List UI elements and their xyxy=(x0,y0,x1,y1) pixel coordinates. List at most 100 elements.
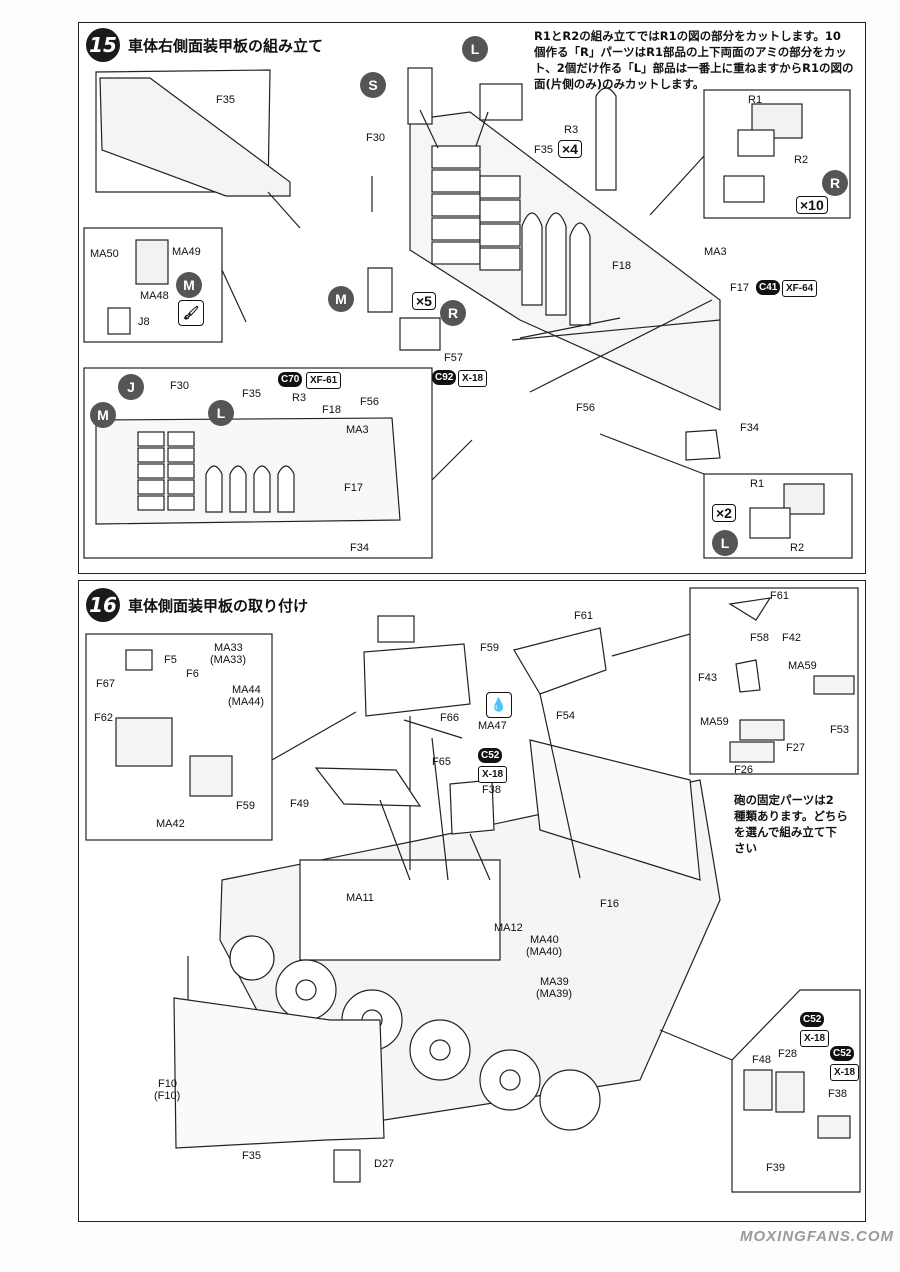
label-f38-inset: F38 xyxy=(828,1088,847,1100)
paint-icon-box: 🖌 xyxy=(178,300,204,326)
watermark: MOXINGFANS.COM xyxy=(740,1228,895,1245)
label-ma33: MA33 xyxy=(214,642,243,654)
label-f48: F48 xyxy=(752,1054,771,1066)
paint-xf64: XF-64 xyxy=(782,280,818,297)
label-ma40-mirror: (MA40) xyxy=(526,946,563,958)
label-ma59: MA59 xyxy=(788,660,817,672)
step15-number: 15 xyxy=(86,28,120,62)
part-group-m: M xyxy=(328,286,354,312)
paint-c52-inset: C52 xyxy=(800,1012,825,1027)
paint-c52-main: C52 xyxy=(478,748,503,763)
label-f34-lower: F34 xyxy=(350,542,369,554)
label-ma12: MA12 xyxy=(494,922,523,934)
label-f27: F27 xyxy=(786,742,805,754)
label-f39: F39 xyxy=(766,1162,785,1174)
label-f10: F10 xyxy=(158,1078,177,1090)
label-ma3: MA3 xyxy=(704,246,727,258)
label-f30-lower: F30 xyxy=(170,380,189,392)
step16-number: 16 xyxy=(86,588,120,622)
label-f43: F43 xyxy=(698,672,717,684)
label-ma50: MA50 xyxy=(90,248,119,260)
part-group-l-bottom: L xyxy=(712,530,738,556)
label-f35-lower: F35 xyxy=(242,388,261,400)
step16-header: 16 車体側面装甲板の取り付け xyxy=(86,588,308,622)
label-ma11: MA11 xyxy=(346,892,374,904)
part-group-l-lower: L xyxy=(208,400,234,426)
label-r2-bottom: R2 xyxy=(790,542,805,554)
label-r3: R3 xyxy=(564,124,579,136)
label-f56-lower: F56 xyxy=(360,396,379,408)
label-f5: F5 xyxy=(164,654,177,666)
part-group-r-center: R xyxy=(440,300,466,326)
label-f28: F28 xyxy=(778,1048,797,1060)
part-group-l: L xyxy=(462,36,488,62)
label-f6: F6 xyxy=(186,668,199,680)
part-group-r-right: R xyxy=(822,170,848,196)
label-f17-lower: F17 xyxy=(344,482,363,494)
step15-header: 15 車体右側面装甲板の組み立て xyxy=(86,28,323,62)
label-f35: F35 xyxy=(242,1150,261,1162)
label-f53: F53 xyxy=(830,724,849,736)
label-f59: F59 xyxy=(480,642,499,654)
paint-c70: C70 xyxy=(278,372,303,387)
label-f35-main: F35 xyxy=(534,144,553,156)
paint-c41: C41 xyxy=(756,280,781,295)
label-f16: F16 xyxy=(600,898,619,910)
paint-x18-inset: X-18 xyxy=(800,1030,830,1047)
label-d27: D27 xyxy=(374,1158,395,1170)
label-ma39-mirror: (MA39) xyxy=(536,988,573,1000)
part-group-s: S xyxy=(360,72,386,98)
paint-xf61: XF-61 xyxy=(306,372,342,389)
label-f61-inset: F61 xyxy=(770,590,789,602)
label-j8: J8 xyxy=(138,316,150,328)
qty-x2: ×2 xyxy=(712,504,736,522)
label-f10-mirror: (F10) xyxy=(154,1090,181,1102)
qty-x5: ×5 xyxy=(412,292,436,310)
label-f26: F26 xyxy=(734,764,753,776)
label-ma42: MA42 xyxy=(156,818,185,830)
label-f62: F62 xyxy=(94,712,113,724)
label-ma44: MA44 xyxy=(232,684,261,696)
label-f67: F67 xyxy=(96,678,115,690)
label-f35-top: F35 xyxy=(216,94,235,106)
label-r2-right: R2 xyxy=(794,154,809,166)
label-ma59-lower: MA59 xyxy=(700,716,729,728)
label-f34: F34 xyxy=(740,422,759,434)
label-r1-bottom: R1 xyxy=(750,478,765,490)
label-ma39: MA39 xyxy=(540,976,569,988)
label-ma44-mirror: (MA44) xyxy=(228,696,265,708)
label-f42: F42 xyxy=(782,632,801,644)
step16-note: 砲の固定パーツは2 種類あります。どちら を選んで組み立て下 さい xyxy=(734,793,848,855)
label-ma40: MA40 xyxy=(530,934,559,946)
label-f58: F58 xyxy=(750,632,769,644)
label-f17: F17 xyxy=(730,282,749,294)
paint-x18-inset2: X-18 xyxy=(830,1064,860,1081)
label-r1-right: R1 xyxy=(748,94,763,106)
step15-note: R1とR2の組み立てではR1の図の部分をカットします。10 個作る「R」パーツは… xyxy=(534,29,854,91)
label-ma48: MA48 xyxy=(140,290,169,302)
paint-x18-main: X-18 xyxy=(478,766,508,783)
label-ma3-lower: MA3 xyxy=(346,424,369,436)
label-f56: F56 xyxy=(576,402,595,414)
label-ma33-mirror: (MA33) xyxy=(210,654,247,666)
label-ma47: MA47 xyxy=(478,720,507,732)
label-f54: F54 xyxy=(556,710,575,722)
part-group-j: J xyxy=(118,374,144,400)
label-f38: F38 xyxy=(482,784,501,796)
label-ma49: MA49 xyxy=(172,246,201,258)
label-f30: F30 xyxy=(366,132,385,144)
step15-title: 車体右側面装甲板の組み立て xyxy=(128,36,324,55)
glue-icon-ma47: 💧 xyxy=(486,692,512,718)
part-group-m-box: M xyxy=(176,272,202,298)
label-f18: F18 xyxy=(612,260,631,272)
label-f59-inset: F59 xyxy=(236,800,255,812)
label-f18-lower: F18 xyxy=(322,404,341,416)
step16-title: 車体側面装甲板の取り付け xyxy=(128,596,309,615)
paint-c52-inset2: C52 xyxy=(830,1046,855,1061)
qty-x4: ×4 xyxy=(558,140,582,158)
label-f61: F61 xyxy=(574,610,593,622)
label-f65: F65 xyxy=(432,756,451,768)
